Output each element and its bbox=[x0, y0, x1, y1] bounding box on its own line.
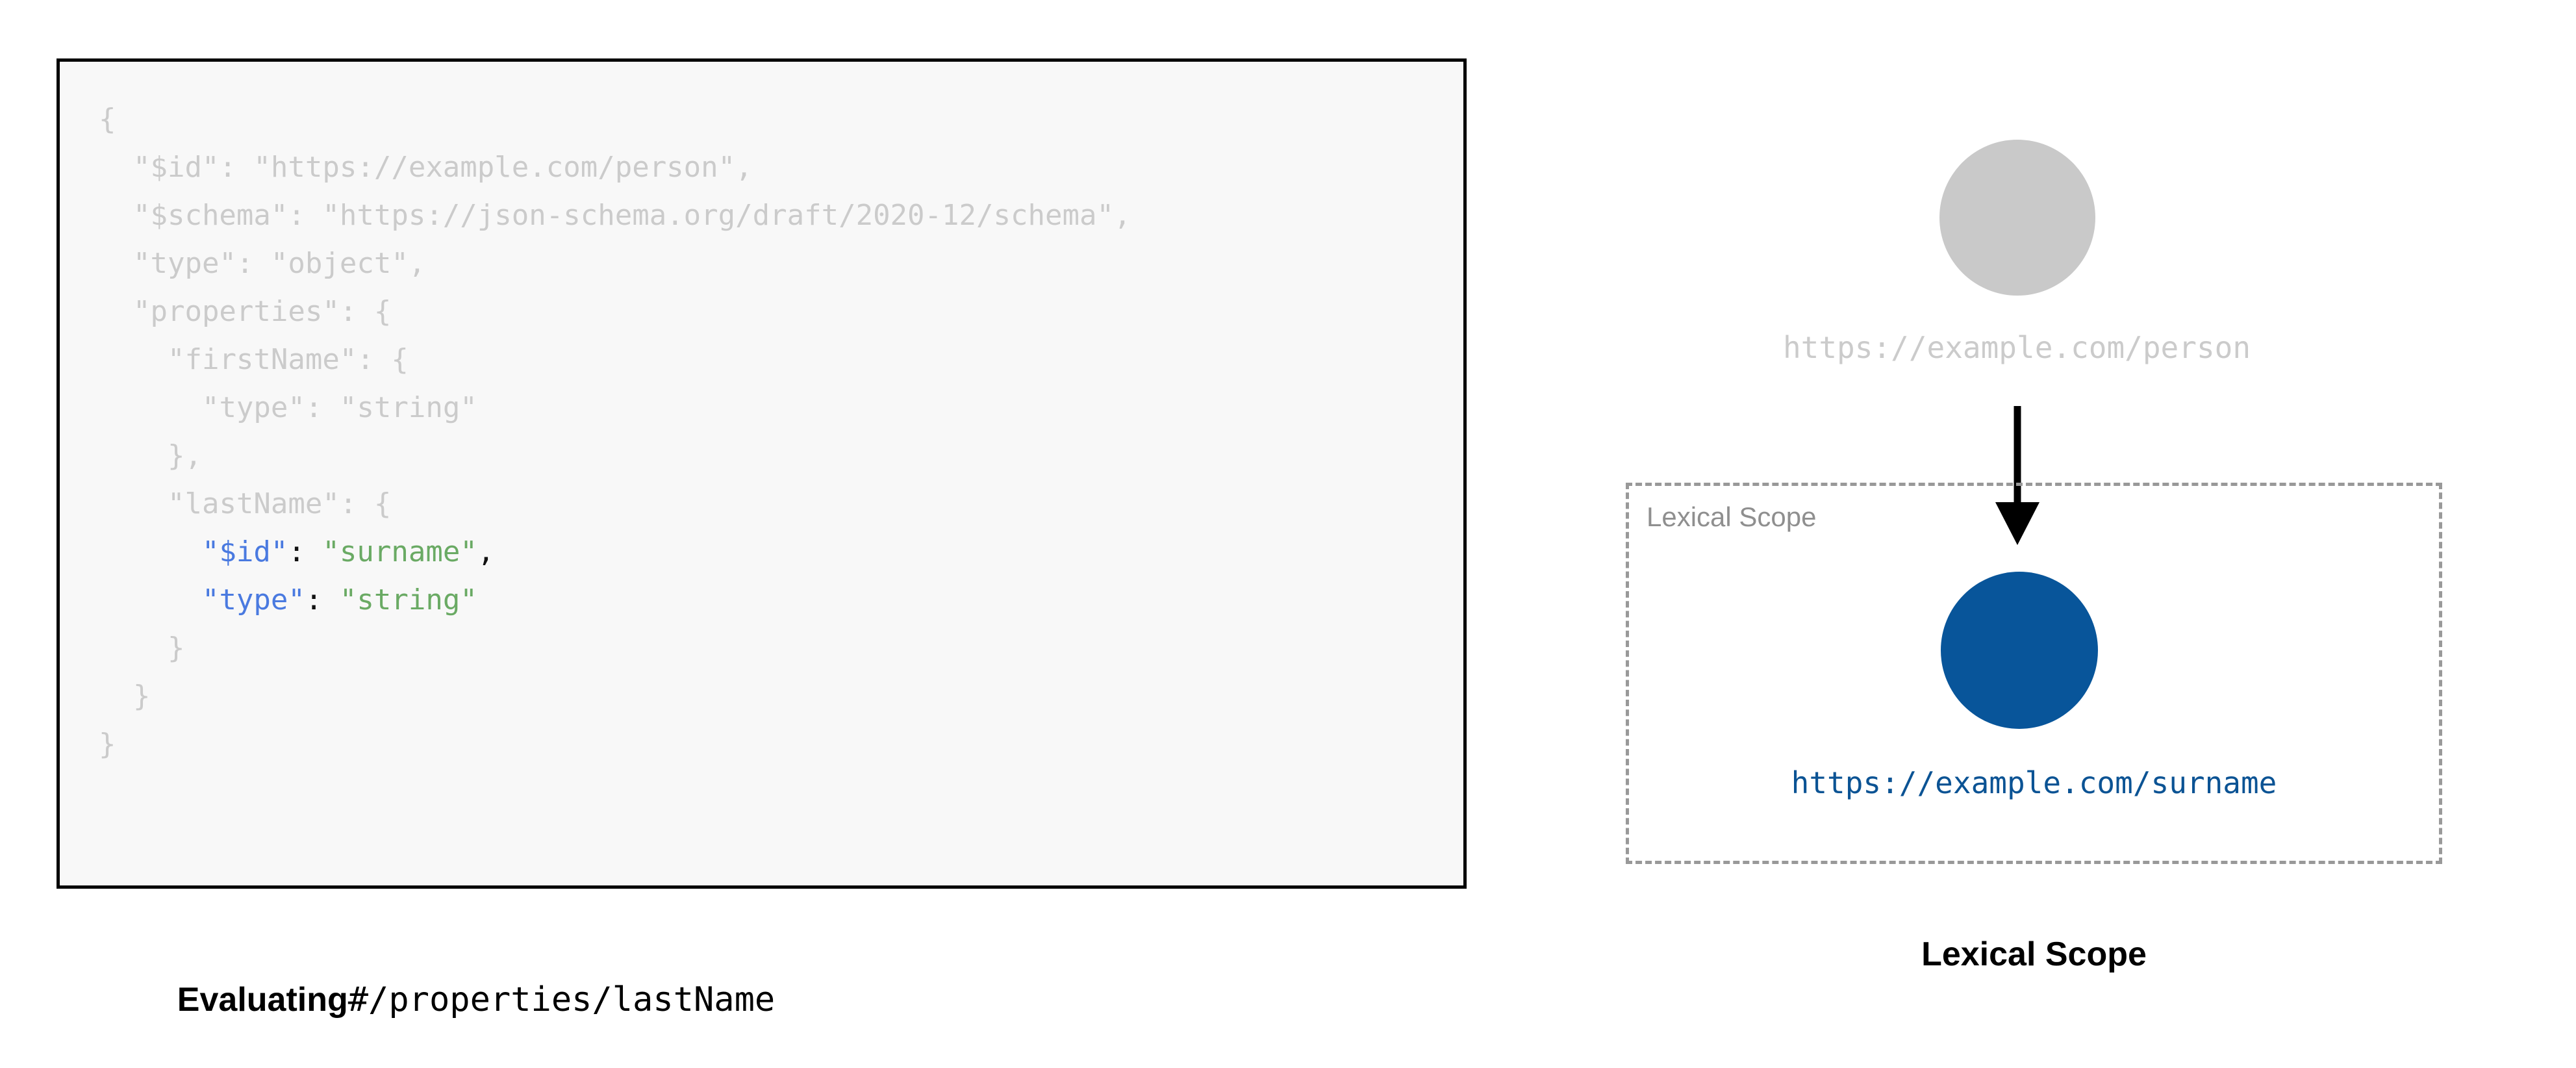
code-token: "firstName": { bbox=[167, 343, 409, 376]
code-token: : bbox=[305, 583, 340, 617]
code-line: "$id": "surname", bbox=[99, 528, 1131, 576]
code-line: } bbox=[99, 672, 1131, 720]
code-token: : bbox=[288, 535, 323, 568]
diagram-panel: https://example.com/person Lexical Scope… bbox=[1520, 0, 2576, 1039]
code-line: }, bbox=[99, 432, 1131, 480]
code-line: "$schema": "https://json-schema.org/draf… bbox=[99, 192, 1131, 240]
code-line: "type": "string" bbox=[99, 576, 1131, 624]
root-schema-node-label: https://example.com/person bbox=[1782, 330, 2251, 365]
surname-schema-node-label: https://example.com/surname bbox=[1791, 765, 2277, 800]
lexical-scope-box-label: Lexical Scope bbox=[1647, 502, 1817, 532]
lexical-scope-box bbox=[1626, 483, 2442, 864]
root-schema-node-circle bbox=[1939, 140, 2095, 296]
code-panel: { "$id": "https://example.com/person", "… bbox=[57, 58, 1467, 1019]
caption-json-pointer: #/properties/lastName bbox=[347, 980, 776, 1019]
caption-evaluating-label: Evaluating bbox=[177, 981, 348, 1019]
code-token: }, bbox=[167, 439, 202, 472]
code-panel-caption: Evaluating#/properties/lastName bbox=[140, 932, 775, 1068]
code-token: , bbox=[477, 535, 495, 568]
code-token: "type": "object", bbox=[133, 247, 426, 280]
json-schema-code-block: { "$id": "https://example.com/person", "… bbox=[57, 58, 1467, 889]
code-token: "$schema": "https://json-schema.org/draf… bbox=[133, 199, 1131, 232]
code-token: { bbox=[99, 103, 116, 136]
code-line: "properties": { bbox=[99, 288, 1131, 336]
code-listing: { "$id": "https://example.com/person", "… bbox=[99, 95, 1131, 769]
code-line: { bbox=[99, 95, 1131, 144]
code-token: } bbox=[133, 680, 151, 713]
code-token: "$id": "https://example.com/person", bbox=[133, 151, 753, 184]
code-line: "firstName": { bbox=[99, 336, 1131, 384]
code-token: "string" bbox=[339, 583, 477, 617]
code-token: "type" bbox=[201, 583, 305, 617]
code-token: "properties": { bbox=[133, 295, 392, 328]
code-token: } bbox=[167, 631, 185, 665]
arrow-down-icon bbox=[1995, 406, 2039, 545]
code-line: "lastName": { bbox=[99, 480, 1131, 528]
code-token: "lastName": { bbox=[167, 487, 392, 520]
code-token: } bbox=[99, 728, 116, 761]
code-token: "type": "string" bbox=[201, 391, 477, 424]
code-line: } bbox=[99, 720, 1131, 769]
diagram-panel-caption: Lexical Scope bbox=[1921, 935, 2147, 973]
code-line: "$id": "https://example.com/person", bbox=[99, 144, 1131, 192]
surname-schema-node-circle bbox=[1941, 572, 2098, 729]
code-line: "type": "string" bbox=[99, 384, 1131, 432]
code-line: } bbox=[99, 624, 1131, 672]
code-line: "type": "object", bbox=[99, 240, 1131, 288]
code-token: "$id" bbox=[201, 535, 288, 568]
code-token: "surname" bbox=[322, 535, 477, 568]
